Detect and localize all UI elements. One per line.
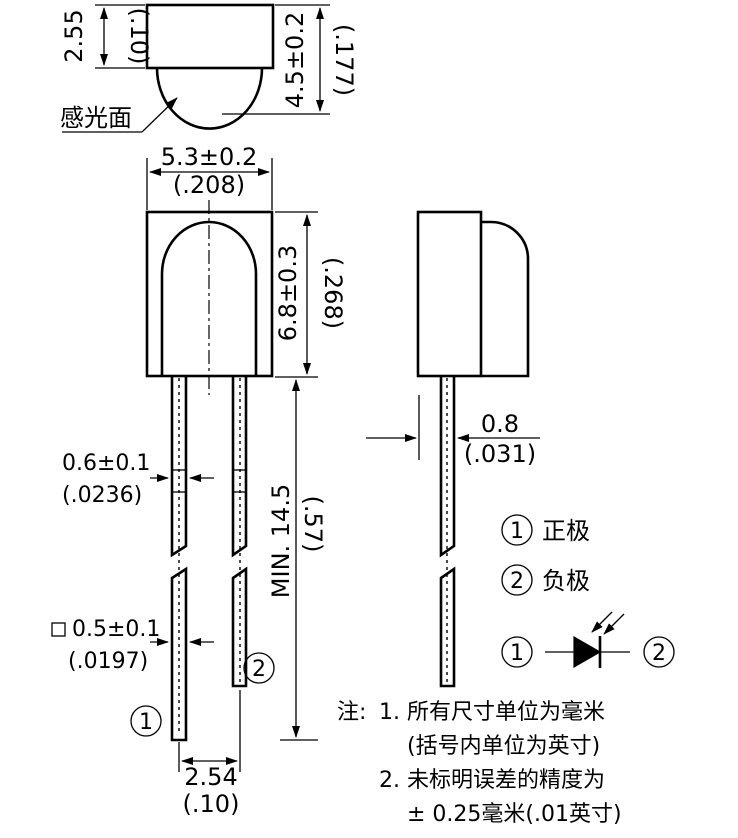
legend-label-anode: 正极 xyxy=(542,517,590,545)
legend: 1 正极 2 负极 1 2 xyxy=(501,514,675,669)
pin1-marker-circle xyxy=(130,705,162,737)
dim-height-text: 2.55 xyxy=(60,9,88,62)
notes-line-4: ± 0.25毫米(.01英寸) xyxy=(407,802,622,827)
leader-arrow xyxy=(141,97,178,133)
dim-lead-length-text: MIN. 14.5 xyxy=(267,484,295,598)
dim-lead-width-text: 0.6±0.1 xyxy=(62,451,150,476)
dim-thickness-text: 0.8 xyxy=(481,410,519,438)
side-view: 0.8 (.031) xyxy=(366,210,540,688)
notes-line-1: 1. 所有尺寸单位为毫米 xyxy=(379,700,605,725)
lead-2 xyxy=(231,376,248,688)
dim-width-inch-text: (.208) xyxy=(173,171,245,199)
photodiode-symbol-icon: 1 2 xyxy=(501,611,675,669)
front-view: 5.3±0.2 (.208) 6.8±0.3 (.268) 0.6±0.1 xyxy=(51,143,347,818)
legend-label-cathode: 负极 xyxy=(542,567,590,595)
dim-body-height-text: 6.8±0.3 xyxy=(274,245,302,341)
notes-line-3: 2. 未标明误差的精度为 xyxy=(379,768,605,793)
legend-marker: 1 xyxy=(510,519,524,544)
front-view-lens xyxy=(160,220,258,376)
square-symbol-icon xyxy=(51,622,66,637)
dim-pitch-text: 2.54 xyxy=(184,763,237,791)
legend-marker-circle xyxy=(501,564,533,596)
top-view-body xyxy=(145,3,275,70)
sensing-face-label: 感光面 xyxy=(60,104,132,132)
dim-total-text: 4.5±0.2 xyxy=(281,12,309,108)
side-view-lead xyxy=(439,566,456,688)
dim-lead-length-inch-text: (.57) xyxy=(299,496,327,553)
notes-prefix: 注: xyxy=(337,700,366,725)
pin2-marker: 2 xyxy=(252,657,266,682)
dim-thickness-inch-text: (.031) xyxy=(464,440,536,468)
dim-pitch-inch-text: (.10) xyxy=(183,790,240,818)
svg-text:1: 1 xyxy=(510,641,524,666)
dim-body-height-inch-text: (.268) xyxy=(319,257,347,329)
top-view: 2.55 (.10) 4.5±0.2 (.177) 感光面 xyxy=(60,3,358,133)
dim-lead-width-inch-text: (.0236) xyxy=(62,483,142,508)
side-view-body xyxy=(416,210,483,378)
legend-marker: 2 xyxy=(510,569,524,594)
dim-lead-square-inch-text: (.0197) xyxy=(68,649,148,674)
top-view-lens xyxy=(155,67,264,130)
legend-marker-circle xyxy=(501,514,533,546)
dim-total-inch-text: (.177) xyxy=(330,24,358,96)
side-view-lead xyxy=(439,376,456,558)
notes: 注: 1. 所有尺寸单位为毫米 (括号内单位为英寸) 2. 未标明误差的精度为 … xyxy=(337,700,622,827)
dim-width-text: 5.3±0.2 xyxy=(161,143,257,171)
side-view-lens xyxy=(481,220,530,378)
lead-1 xyxy=(170,376,188,742)
svg-text:2: 2 xyxy=(652,641,666,666)
dim-height-inch-text: (.10) xyxy=(125,8,153,65)
pin1-marker: 1 xyxy=(139,710,153,735)
notes-line-2: (括号内单位为英寸) xyxy=(407,734,600,759)
dim-lead-square-text: 0.5±0.1 xyxy=(72,617,160,642)
pin2-marker-circle xyxy=(243,652,275,684)
